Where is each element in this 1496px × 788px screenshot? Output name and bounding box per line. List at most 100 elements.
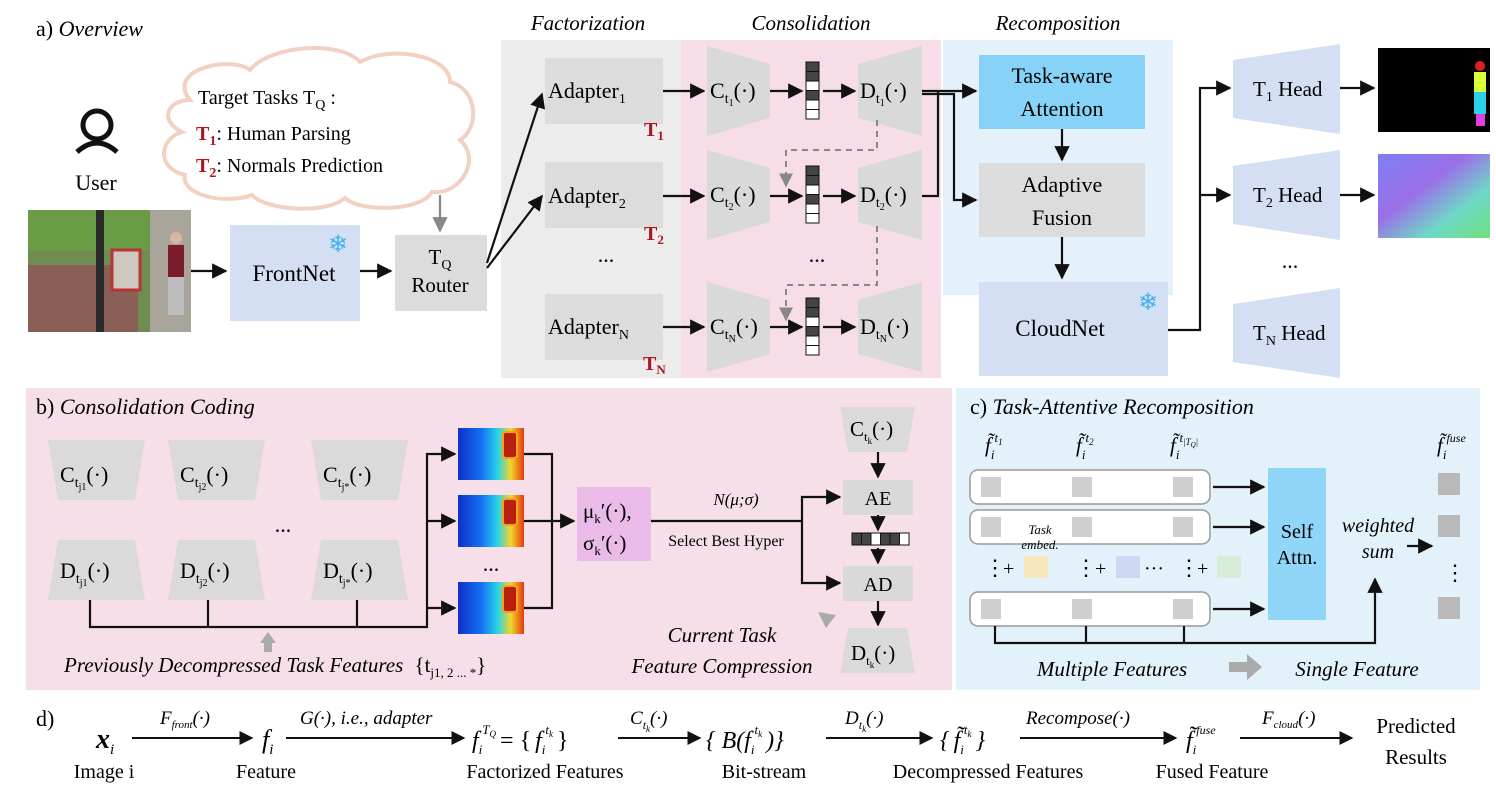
- pipeline-ffront: Ffront(·): [159, 708, 210, 731]
- coding-heading: b) Consolidation Coding: [36, 394, 255, 419]
- feature-label-1: f̃it1: [985, 430, 1003, 462]
- adapter-2-label: Adapter2: [548, 183, 626, 212]
- previous-gray-arrow-stem: [264, 642, 272, 652]
- heatmap-1: [458, 428, 524, 480]
- bitstream-cell: [805, 297, 820, 308]
- row-plus-3: +: [1197, 558, 1208, 580]
- coding-ck-label: Ctk(·): [850, 417, 893, 446]
- coding-decoder-1: Dtj1(·): [60, 558, 110, 589]
- coding-encoder-star: Ctj*(·): [323, 462, 371, 493]
- ad-label: AD: [864, 574, 893, 596]
- bitstream-cell: [805, 335, 820, 346]
- bitstream-cell: [805, 316, 820, 327]
- svg-text:Target Tasks TQ :: Target Tasks TQ :: [198, 87, 336, 113]
- cloudnet-snowflake-icon: ❄: [1138, 290, 1158, 316]
- bitstream-cell: [805, 90, 820, 101]
- encoder-shapes: [707, 46, 770, 372]
- bitstream-cell: [805, 109, 820, 120]
- bitstream-cell: [805, 194, 820, 205]
- fusion-box: [979, 163, 1145, 237]
- normal-label: N(μ;σ): [712, 490, 759, 509]
- coding-ellipsis: ...: [275, 512, 292, 537]
- bitstream-cell: [805, 203, 820, 214]
- overview-arrows: [191, 80, 1376, 335]
- svg-text:T2: Normals Prediction: T2: Normals Prediction: [196, 155, 383, 181]
- sigma-label: σk′(·): [583, 531, 626, 558]
- coding-dk-label: Dtk(·): [851, 641, 895, 670]
- coding-decoder-star: Dtj*(·): [323, 558, 373, 589]
- pipeline-c: Ctk(·): [630, 708, 667, 734]
- pipeline-label: d): [36, 706, 54, 731]
- decoder-1-label: Dt1(·): [860, 78, 907, 109]
- overview-dashed-arrows: [779, 120, 878, 322]
- task-embed-1: [1024, 556, 1048, 578]
- distribution-box: [577, 487, 651, 561]
- ae-box: [843, 480, 913, 515]
- attention-line-2: Attention: [1020, 96, 1103, 121]
- pipeline-result-line-2: Results: [1385, 745, 1447, 769]
- pipeline-fuse: f̃ifuse: [1186, 723, 1216, 757]
- pipeline-d: Dtk(·): [844, 708, 883, 734]
- pipeline-fi-caption: Feature: [236, 761, 296, 783]
- multiple-to-single-arrow: [1229, 654, 1262, 680]
- weighted-sum-line-1: weighted: [1342, 515, 1415, 537]
- row-vdots-3: ⋮: [1178, 555, 1200, 580]
- svg-text:T1: Human Parsing: T1: Human Parsing: [196, 123, 351, 149]
- frontnet-label: FrontNet: [252, 261, 336, 286]
- bitstream-cell: [851, 532, 862, 546]
- bitstream-cell: [805, 184, 820, 195]
- bitstream-cell: [861, 532, 872, 546]
- heatmap-2: [458, 495, 524, 547]
- task-embed-3: [1217, 556, 1241, 578]
- adapter-n-tag: TN: [643, 353, 666, 377]
- coding-bitstream: [851, 532, 910, 546]
- bitstream-cell: [805, 71, 820, 82]
- current-task-line-1: Current Task: [668, 623, 777, 647]
- head-shapes: [1233, 44, 1340, 378]
- router-top: TQ: [429, 245, 452, 273]
- pipeline-fi: fi: [262, 725, 273, 758]
- recomposition-arrows: [993, 479, 1434, 645]
- self-attn-line-1: Self: [1281, 521, 1314, 543]
- coding-arrows: [88, 446, 886, 629]
- head-n-label: TN Head: [1253, 321, 1326, 349]
- adapter-1-box: [545, 58, 663, 124]
- coding-ck-shape: [840, 407, 915, 452]
- decoder-shapes: [858, 46, 922, 372]
- feature-label-2: f̃it2: [1076, 430, 1094, 462]
- encoder-n-label: CtN(·): [710, 314, 758, 345]
- task-embed-label: Task: [1028, 522, 1052, 537]
- cloudnet-label: CloudNet: [1015, 316, 1105, 341]
- frontnet-snowflake-icon: ❄: [328, 232, 348, 258]
- stage-factorization: Factorization: [530, 11, 645, 35]
- decoder-2-label: Dt2(·): [860, 182, 907, 213]
- ad-box: [843, 566, 913, 601]
- consolidation-ellipsis: ...: [809, 242, 826, 267]
- overview-heading: a) Overview: [36, 16, 143, 41]
- current-task-gray-arrow: [800, 612, 836, 632]
- bitstream-cell: [805, 80, 820, 91]
- adapter-1-tag: T1: [644, 119, 664, 143]
- input-photo: [28, 210, 191, 332]
- encoder-2-label: Ct2(·): [710, 182, 756, 213]
- adapter-n-label: AdapterN: [548, 314, 629, 343]
- task-embed-2: [1116, 556, 1140, 578]
- self-attn-box: [1268, 468, 1326, 620]
- pipeline-g: G(·), i.e., adapter: [300, 708, 433, 729]
- attention-box: [979, 55, 1145, 129]
- user-icon: [75, 108, 119, 154]
- bitstream-cell: [805, 175, 820, 186]
- frontnet-box: [230, 225, 360, 321]
- heatmap-ellipsis: ...: [483, 551, 500, 576]
- pipeline-decompressed: {f̃itk}: [940, 722, 986, 757]
- ae-label: AE: [865, 488, 892, 510]
- row-plus-2: +: [1095, 558, 1106, 580]
- bitstream-cell: [805, 61, 820, 72]
- bitstream-cell: [889, 532, 900, 546]
- coding-decoder-shapes: [48, 540, 408, 600]
- head-1-label: T1 Head: [1253, 77, 1323, 105]
- previous-features-caption: Previously Decompressed Task Features {t…: [63, 653, 486, 680]
- cloudnet-box: [979, 282, 1168, 376]
- adapter-2-tag: T2: [644, 223, 664, 247]
